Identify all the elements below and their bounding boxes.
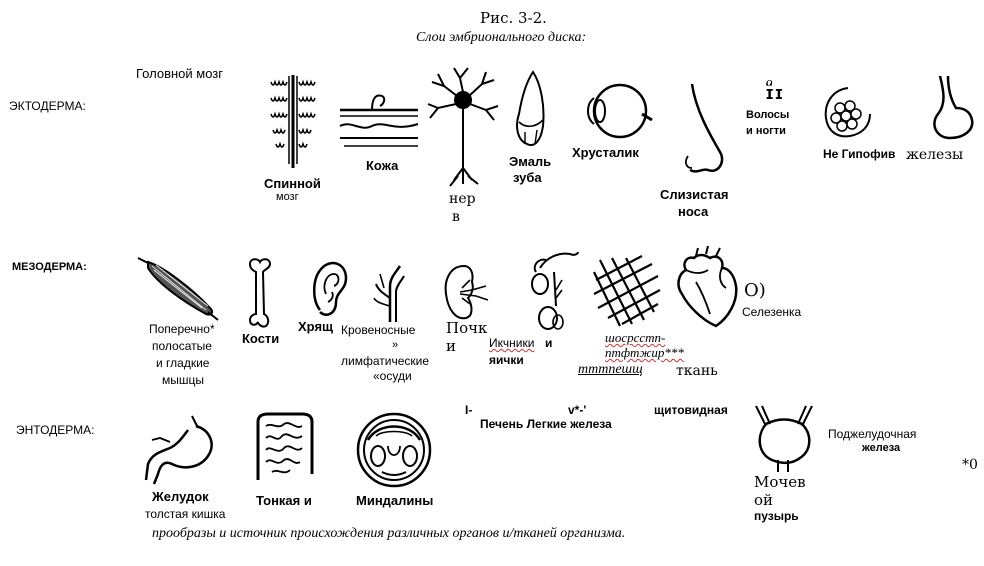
label-pituitary: Не Гипофив xyxy=(823,147,896,161)
label-lens: Хрусталик xyxy=(572,145,639,160)
label-liver-lungs-gland: Печень Легкие железа xyxy=(480,417,612,431)
label-spleen: Селезенка xyxy=(742,305,802,319)
intestine-icon xyxy=(252,410,318,486)
label-glands: железы xyxy=(906,147,964,163)
label-vessels-3: лимфатические xyxy=(341,354,429,368)
corner-mark: *0 xyxy=(962,457,978,473)
label-muscle-2: полосатые xyxy=(152,339,212,353)
skin-icon xyxy=(338,94,420,152)
bone-icon xyxy=(246,258,274,328)
layer-ectoderm: ЭКТОДЕРМА: xyxy=(9,99,86,113)
ear-icon xyxy=(310,260,348,320)
label-mucosa-1: Слизистая xyxy=(660,187,729,202)
label-kidney-1: Почк xyxy=(446,319,488,337)
label-tissue-4: ткань xyxy=(676,363,718,379)
label-cartilage: Хрящ xyxy=(298,319,333,334)
label-muscle-1: Поперечно* xyxy=(149,322,215,336)
label-skin: Кожа xyxy=(366,158,399,173)
figure-title: Слои эмбрионального диска: xyxy=(416,30,587,45)
label-tissue-3: тттпешщ xyxy=(578,362,643,377)
stomach-icon xyxy=(142,414,218,486)
label-kidney-2: и xyxy=(446,337,456,355)
label-pancreas-2: железа xyxy=(862,442,901,454)
gland-icon xyxy=(928,74,978,142)
label-pancreas-1: Поджелудочная xyxy=(828,427,917,441)
blood-vessel-icon xyxy=(372,262,406,324)
label-nerve-1: нер xyxy=(449,191,476,207)
label-intestine-2: толстая кишка xyxy=(145,507,226,521)
spinal-cord-icon xyxy=(268,72,318,174)
tonsils-icon xyxy=(354,410,434,488)
label-bladder-1: Мочев xyxy=(754,473,806,491)
nose-icon xyxy=(668,82,732,182)
connective-tissue-icon xyxy=(592,254,662,328)
layer-endoderm: ЭНТОДЕРМА: xyxy=(16,423,95,437)
label-nerve-2: в xyxy=(452,209,460,225)
label-vessels-2: » xyxy=(392,339,399,351)
label-tissue-1: шосрсстп- xyxy=(605,330,666,345)
label-ovaries-2: яички xyxy=(489,353,524,367)
label-tissue-2: птфтжир*** xyxy=(605,345,684,360)
label-spinal-cord-2: мозг xyxy=(276,191,299,203)
label-spinal-cord-1: Спинной xyxy=(264,176,321,191)
label-brain: Головной мозг xyxy=(136,66,223,81)
mark-1: I- xyxy=(465,403,473,417)
figure-number: Рис. 3-2. xyxy=(480,9,547,27)
label-vessels-1: Кровеносные xyxy=(341,323,416,337)
label-enamel-2: зуба xyxy=(513,170,542,185)
label-hair-1: Волосы xyxy=(746,109,790,121)
label-bladder-3: пузырь xyxy=(754,509,799,523)
layer-mesoderm: МЕЗОДЕРМА: xyxy=(12,261,87,273)
spleen-mark: О) xyxy=(744,280,766,301)
label-tonsils: Миндалины xyxy=(356,493,434,508)
neuron-icon xyxy=(424,64,502,188)
label-muscle-4: мышцы xyxy=(162,373,204,387)
label-mucosa-2: носа xyxy=(678,204,709,219)
eye-icon xyxy=(582,80,654,142)
label-enamel-1: Эмаль xyxy=(509,154,552,169)
label-bladder-2: ой xyxy=(754,491,774,509)
label-ovaries-1: Икчники xyxy=(489,336,535,350)
muscle-icon xyxy=(136,254,220,322)
gonads-icon xyxy=(526,250,580,334)
label-muscle-3: и гладкие xyxy=(156,356,210,370)
label-vessels-4: «осуди xyxy=(373,369,412,383)
heart-icon xyxy=(672,246,744,330)
label-bones: Кости xyxy=(242,331,280,346)
label-stomach: Желудок xyxy=(152,489,209,504)
hair-mark: о xyxy=(766,74,773,89)
label-intestine-1: Тонкая и xyxy=(256,493,312,508)
label-thyroid: щитовидная xyxy=(654,403,728,417)
figure-caption-bottom: прообразы и источник происхождения разли… xyxy=(152,526,626,541)
mark-2: v*-' xyxy=(568,403,587,417)
label-ovaries-and: и xyxy=(545,336,553,350)
pituitary-icon xyxy=(822,86,874,140)
bladder-icon xyxy=(752,404,816,474)
label-hair-2: и ногти xyxy=(746,125,786,137)
kidney-icon xyxy=(442,264,492,322)
hair-nails-icon: ɪ̈ɪ xyxy=(766,83,785,103)
tooth-icon xyxy=(511,70,549,150)
